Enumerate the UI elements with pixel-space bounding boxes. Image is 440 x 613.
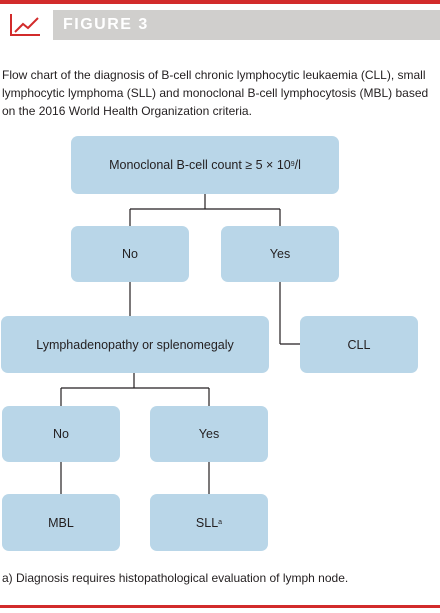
figure-label: FIGURE 3 (63, 16, 149, 33)
node-monoclonal-count-unit: /l (294, 158, 301, 172)
node-lymphadenopathy: Lymphadenopathy or splenomegaly (1, 316, 269, 373)
top-accent-line (0, 0, 440, 4)
node-mbl: MBL (2, 494, 120, 551)
figure-caption: Flow chart of the diagnosis of B-cell ch… (2, 68, 429, 118)
figure-title-bar: FIGURE 3 (53, 10, 440, 40)
node-sll-text: SLL (195, 515, 219, 530)
node-yes-level1: Yes (221, 226, 339, 282)
node-monoclonal-count-text: Monoclonal B-cell count ≥ 5 × 10 (109, 158, 291, 172)
node-yes-level2: Yes (150, 406, 268, 462)
figure-header: FIGURE 3 (0, 4, 440, 44)
node-no-level1: No (71, 226, 189, 282)
node-no-level2: No (2, 406, 120, 462)
node-cll: CLL (300, 316, 418, 373)
bottom-accent-line (0, 605, 440, 608)
line-chart-icon (10, 14, 40, 36)
footnote: a) Diagnosis requires histopathological … (2, 571, 349, 585)
